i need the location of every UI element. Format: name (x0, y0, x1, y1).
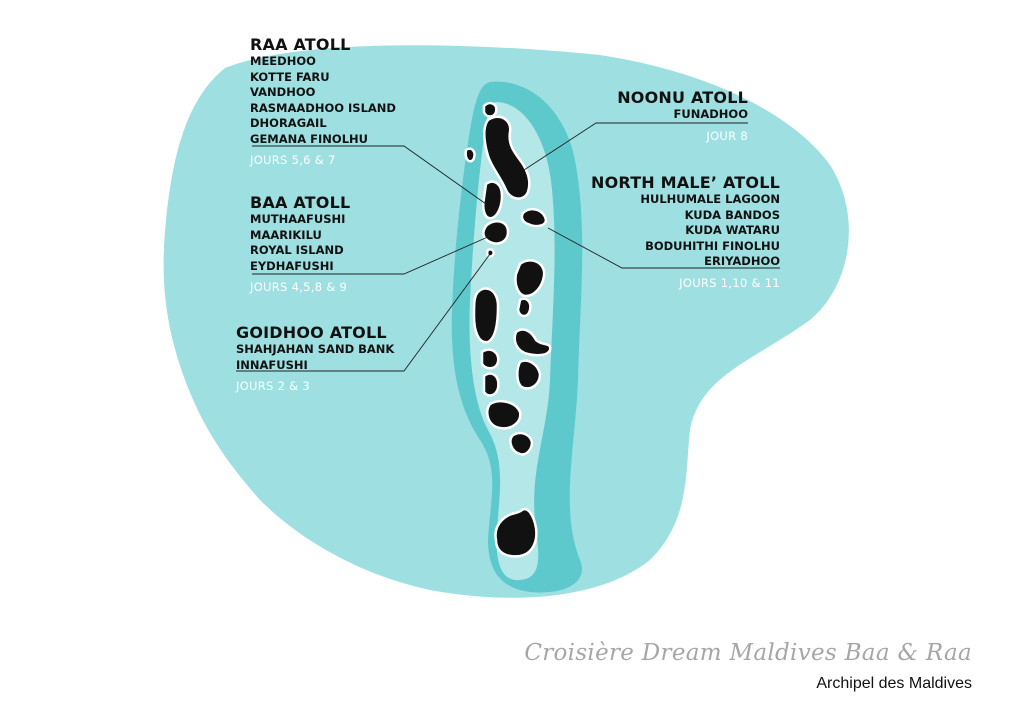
island-shape (486, 400, 522, 430)
noonu-atoll-label: NOONU ATOLL FUNADHOO JOUR 8 (617, 89, 748, 144)
place-innafushi: INNAFUSHI (236, 357, 308, 372)
place-boduhithi-finolhu: BODUHITHI FINOLHU (645, 238, 780, 253)
place-kuda-bandos: KUDA BANDOS (684, 207, 780, 222)
place-rasmaadhoo-island: RASMAADHOO ISLAND (250, 100, 396, 115)
place-vandhoo: VANDHOO (250, 85, 316, 99)
place-muthaafushi: MUTHAAFUSHI (250, 212, 346, 226)
place-shahjahan-sand-bank: SHAHJAHAN SAND BANK (236, 342, 395, 356)
goidhoo-days: JOURS 2 & 3 (236, 379, 311, 393)
island-shape (472, 287, 500, 344)
leader-lines (236, 122, 780, 372)
goidhoo-leader-line (236, 253, 491, 372)
baa-leader-line (252, 235, 491, 275)
raa-leader-line (252, 145, 487, 205)
island-shape (482, 372, 500, 397)
place-kotte-faru: KOTTE FARU (250, 69, 330, 84)
baa-days: JOURS 4,5,8 & 9 (250, 280, 348, 294)
island-shape (513, 328, 552, 357)
island-shape (482, 180, 504, 220)
footer-title: Croisière Dream Maldives Baa & Raa (524, 640, 972, 666)
island-shape (483, 115, 531, 200)
islands (464, 101, 552, 558)
island-shape (464, 147, 476, 163)
raa-atoll-name: RAA ATOLL (250, 35, 351, 54)
noonu-leader-line (523, 122, 748, 171)
place-kuda-wataru: KUDA WATARU (685, 223, 780, 237)
island-shape (482, 101, 498, 118)
north-male-leader-line (547, 227, 780, 269)
place-funadhoo: FUNADHOO (673, 107, 748, 121)
place-eriyadhoo: ERIYADHOO (704, 254, 780, 268)
place-dhoragail: DHORAGAIL (250, 116, 327, 130)
place-hulhumale-lagoon: HULHUMALE LAGOON (640, 192, 780, 206)
noonu-atoll-name: NOONU ATOLL (617, 88, 748, 107)
noonu-days: JOUR 8 (706, 128, 748, 143)
island-shape (516, 297, 532, 318)
island-shape (485, 248, 495, 258)
island-shape (516, 359, 542, 390)
footer-subtitle: Archipel des Maldives (816, 675, 972, 692)
place-eydhafushi: EYDHAFUSHI (250, 258, 334, 273)
north-male-atoll-name: NORTH MALE’ ATOLL (591, 173, 780, 192)
baa-atoll-name: BAA ATOLL (250, 193, 351, 212)
island-shape (509, 431, 534, 456)
baa-atoll-label: BAA ATOLL MUTHAAFUSHI MAARIKILU ROYAL IS… (250, 194, 350, 295)
place-gemana-finolhu: GEMANA FINOLHU (250, 131, 368, 146)
island-shape (520, 208, 548, 228)
goidhoo-atoll-name: GOIDHOO ATOLL (236, 323, 387, 342)
island-shape (494, 507, 538, 558)
raa-days: JOURS 5,6 & 7 (250, 153, 336, 167)
place-maarikilu: MAARIKILU (250, 227, 322, 242)
place-royal-island: ROYAL ISLAND (250, 243, 344, 257)
north-male-days: JOURS 1,10 & 11 (679, 275, 780, 290)
place-meedhoo: MEEDHOO (250, 54, 316, 68)
goidhoo-atoll-label: GOIDHOO ATOLL SHAHJAHAN SAND BANK INNAFU… (236, 324, 394, 394)
north-male-atoll-label: NORTH MALE’ ATOLL HULHUMALE LAGOON KUDA … (591, 174, 780, 291)
raa-atoll-label: RAA ATOLL MEEDHOO KOTTE FARU VANDHOO RAS… (250, 36, 396, 168)
island-shape (482, 219, 510, 245)
island-shape (514, 259, 546, 298)
island-shape (480, 348, 500, 370)
